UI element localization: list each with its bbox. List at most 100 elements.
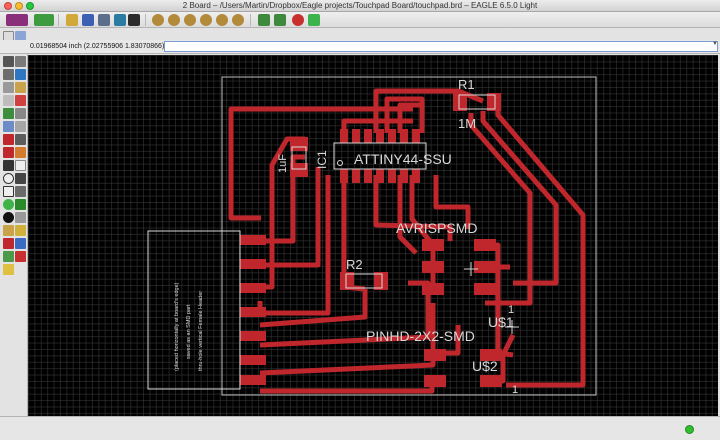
pad	[340, 169, 348, 183]
chevron-down-icon[interactable]: ▼	[712, 41, 718, 47]
copy-icon[interactable]	[15, 56, 26, 67]
board-canvas[interactable]: R1 1M IC1 ATTINY44-SSU 1uF AVRISPSMD R2 …	[28, 55, 718, 416]
drc-icon[interactable]	[3, 251, 14, 262]
zoom-area-icon[interactable]	[216, 14, 228, 26]
header-note: thru-hole vertical Female Header	[198, 291, 204, 371]
stop-icon[interactable]	[292, 14, 304, 26]
toolbar-separator	[58, 14, 59, 26]
pad	[424, 375, 446, 387]
pad	[424, 349, 446, 361]
ratsnest-icon[interactable]	[15, 225, 26, 236]
zoom-select-icon[interactable]	[184, 14, 196, 26]
dimension-icon[interactable]	[3, 225, 14, 236]
us2-label: U$2	[472, 358, 498, 374]
rotate-icon[interactable]	[15, 69, 26, 80]
trace	[260, 381, 435, 394]
add-icon[interactable]	[3, 108, 14, 119]
r2-label: R2	[346, 257, 363, 272]
pad	[422, 261, 444, 273]
zoom-fit-icon[interactable]	[128, 14, 140, 26]
cut-icon[interactable]	[114, 14, 126, 26]
pad	[412, 129, 420, 143]
print-icon[interactable]	[98, 14, 110, 26]
eagle-logo-icon[interactable]	[6, 14, 28, 26]
errors-icon[interactable]	[15, 251, 26, 262]
cam-icon[interactable]	[34, 14, 54, 26]
trace	[433, 175, 471, 229]
text-icon[interactable]	[15, 160, 26, 171]
board-drawing: R1 1M IC1 ATTINY44-SSU 1uF AVRISPSMD R2 …	[147, 76, 597, 396]
change-icon[interactable]	[15, 82, 26, 93]
wire-icon[interactable]	[3, 160, 14, 171]
ic1-pin1-marker	[337, 160, 343, 166]
show-icon[interactable]	[15, 31, 26, 42]
undo-icon[interactable]	[258, 14, 270, 26]
pad	[474, 239, 496, 251]
attribute-icon[interactable]	[15, 212, 26, 223]
zoom-in-icon[interactable]	[152, 14, 164, 26]
pad	[388, 169, 396, 183]
signal-icon[interactable]	[15, 199, 26, 210]
trace	[259, 303, 436, 376]
zoom-out-icon[interactable]	[168, 14, 180, 26]
status-bar	[0, 416, 720, 440]
arc-icon[interactable]	[15, 173, 26, 184]
redo-icon[interactable]	[274, 14, 286, 26]
pad	[240, 235, 266, 245]
trace	[373, 88, 484, 133]
r1-value-label: 1M	[458, 116, 476, 131]
pinswap-icon[interactable]	[15, 108, 26, 119]
ripup-icon[interactable]	[15, 147, 26, 158]
hole-icon[interactable]	[3, 212, 14, 223]
trace	[259, 289, 368, 328]
paste-icon[interactable]	[3, 95, 14, 106]
go-icon[interactable]	[308, 14, 320, 26]
command-input[interactable]	[164, 41, 718, 52]
pad	[240, 307, 266, 317]
minimize-window-icon[interactable]	[15, 2, 23, 10]
trace	[260, 167, 321, 268]
board-outline	[221, 76, 597, 396]
cap-outline	[291, 146, 307, 170]
label-group: R1 1M IC1 ATTINY44-SSU 1uF AVRISPSMD R2 …	[174, 77, 518, 396]
pad	[290, 137, 308, 151]
lock-icon[interactable]	[15, 121, 26, 132]
replace-icon[interactable]	[3, 121, 14, 132]
r1-label: R1	[458, 77, 475, 92]
pad	[474, 261, 496, 273]
route-icon[interactable]	[3, 147, 14, 158]
split-icon[interactable]	[3, 134, 14, 145]
move-icon[interactable]	[3, 56, 14, 67]
polygon-icon[interactable]	[15, 186, 26, 197]
pad	[240, 283, 266, 293]
redraw-icon[interactable]	[232, 14, 244, 26]
pad	[240, 355, 266, 365]
mark-icon[interactable]	[3, 264, 14, 275]
close-window-icon[interactable]	[4, 2, 12, 10]
pad	[412, 169, 420, 183]
pad	[340, 129, 348, 143]
optimize-icon[interactable]	[15, 134, 26, 145]
erc-icon[interactable]	[15, 238, 26, 249]
rect-icon[interactable]	[3, 186, 14, 197]
trace	[373, 175, 453, 241]
pad	[480, 349, 502, 361]
group-icon[interactable]	[3, 82, 14, 93]
pad	[240, 375, 266, 385]
ic1-value-label: ATTINY44-SSU	[354, 151, 452, 167]
via-icon[interactable]	[3, 199, 14, 210]
save-icon[interactable]	[82, 14, 94, 26]
open-icon[interactable]	[66, 14, 78, 26]
circle-icon[interactable]	[3, 173, 14, 184]
delete-icon[interactable]	[15, 95, 26, 106]
silk-group	[147, 94, 519, 390]
autorouter-icon[interactable]	[3, 238, 14, 249]
pad	[422, 239, 444, 251]
zoom-previous-icon[interactable]	[200, 14, 212, 26]
window-title: 2 Board – /Users/Martin/Dropbox/Eagle pr…	[182, 1, 538, 10]
pad	[240, 259, 266, 269]
command-bar: 0.01968504 inch (2.02755906 1.83070866) …	[0, 40, 720, 54]
mirror-icon[interactable]	[3, 69, 14, 80]
zoom-window-icon[interactable]	[26, 2, 34, 10]
